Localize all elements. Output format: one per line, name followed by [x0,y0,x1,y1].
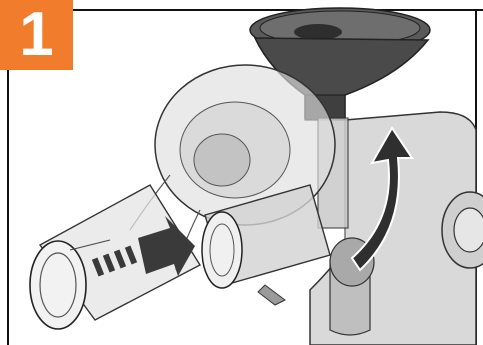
step-number-badge: 1 [0,0,73,70]
step-number: 1 [19,4,53,66]
